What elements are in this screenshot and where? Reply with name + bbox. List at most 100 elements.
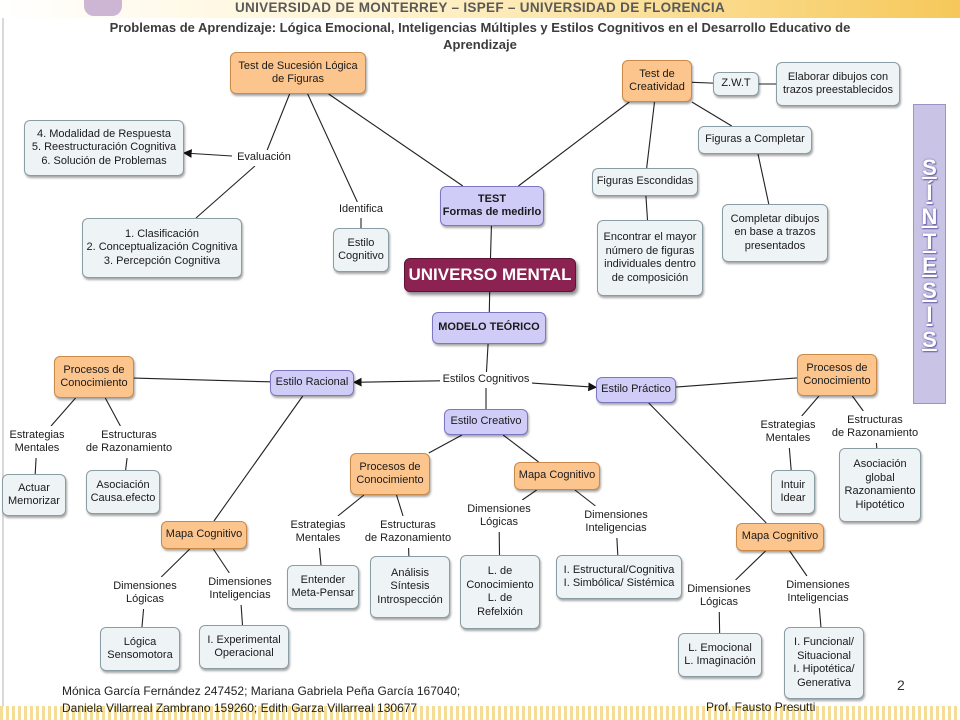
node-r-dlog: Dimensiones Lógicas (108, 577, 182, 609)
connector-fig_completar-to-completar (757, 153, 770, 205)
connector-sucesion-to-evaluacion (266, 93, 291, 151)
node-c-razo: Estructuras de Razonamiento (362, 516, 454, 548)
node-r-actuar: Actuar Memorizar (2, 474, 66, 516)
sintesis-banner-text: S Í N T E S I S (921, 155, 938, 352)
footer-professor: Prof. Fausto Presutti (706, 700, 816, 714)
node-p-intuir: Intuir Idear (771, 470, 815, 514)
connector-test-to-universo (489, 225, 492, 259)
node-estilos-cog: Estilos Cognitivos (440, 372, 532, 388)
node-c-estruct: I. Estructural/Cognitiva I. Simbólica/ S… (556, 555, 682, 599)
connector-racional-to-r_mapa (213, 395, 304, 522)
connector-p_proc-to-p_razo (851, 395, 864, 412)
connector-p_dint-to-p_func (818, 607, 822, 628)
node-creatividad: Test de Creatividad (622, 60, 692, 102)
connector-evaluacion-to-eval_b (195, 165, 256, 219)
connector-sucesion-to-identifica (307, 93, 358, 203)
node-p-asoc: Asociación global Razonamiento Hipotétic… (839, 448, 921, 522)
node-r-proc: Procesos de Conocimiento (54, 356, 134, 398)
connector-creatividad-to-fig_escondidas (646, 101, 656, 169)
footer-band (0, 706, 960, 720)
node-c-mapa: Mapa Cognitivo (514, 462, 600, 490)
node-c-lconoc: L. de Conocimiento L. de Refelxión (460, 555, 540, 629)
connector-c_proc-to-c_razo (395, 494, 404, 517)
connector-r_proc-to-r_razo (104, 397, 121, 427)
connector-c_mapa-to-c_dint (574, 489, 596, 507)
node-p-estr: Estrategias Mentales (758, 416, 818, 448)
node-r-asoc: Asociación Causa.efecto (86, 470, 160, 514)
node-r-estr: Estrategias Mentales (6, 426, 68, 458)
node-identifica: Identifica (334, 202, 388, 218)
node-racional: Estilo Racional (270, 370, 354, 396)
node-fig-escondidas: Figuras Escondidas (592, 168, 698, 196)
connector-p_estr-to-p_intuir (788, 447, 792, 471)
connector-r_proc-to-r_estr (50, 397, 76, 427)
node-c-entender: Entender Meta-Pensar (287, 565, 359, 609)
page-number: 2 (897, 677, 905, 693)
connector-sucesion-to-test (328, 93, 464, 187)
sintesis-banner: S Í N T E S I S (913, 104, 946, 404)
node-c-dlog: Dimensiones Lógicas (462, 500, 536, 532)
university-header: UNIVERSIDAD DE MONTERREY – ISPEF – UNIVE… (234, 0, 725, 15)
header-bar (0, 0, 960, 18)
header-tab-decoration (84, 0, 122, 16)
node-encontrar: Encontrar el mayor número de figuras ind… (597, 220, 703, 296)
node-eval-b: 1. Clasificación 2. Conceptualización Co… (82, 218, 242, 278)
node-practico: Estilo Práctico (596, 377, 676, 403)
node-universo: UNIVERSO MENTAL (404, 258, 576, 292)
node-p-razo: Estructuras de Razonamiento (830, 411, 920, 443)
node-c-dint: Dimensiones Inteligencias (580, 506, 652, 538)
connector-practico-to-p_mapa (648, 402, 767, 524)
connector-c_estr-to-c_entender (318, 547, 322, 566)
node-p-lemoc: L. Emocional L. Imaginación (678, 633, 762, 677)
connector-c_proc-to-c_estr (337, 494, 365, 517)
node-p-dint: Dimensiones Inteligencias (782, 576, 854, 608)
authors-line-2: Daniela Villarreal Zambrano 159260; Edit… (62, 701, 418, 715)
node-c-proc: Procesos de Conocimiento (350, 453, 430, 495)
node-p-mapa: Mapa Cognitivo (736, 523, 824, 551)
connector-r_dint-to-r_exp (240, 604, 244, 626)
connector-racional-to-r_proc (133, 377, 271, 383)
connector-creativo-to-c_mapa (502, 434, 539, 463)
connector-practico-to-p_proc (675, 377, 798, 388)
connector-p_proc-to-p_estr (801, 395, 820, 417)
connector-r_dlog-to-r_logica (141, 608, 145, 628)
connector-evaluacion-to-eval_a (182, 149, 233, 158)
node-r-razo: Estructuras de Razonamiento (84, 426, 174, 458)
connector-p_mapa-to-p_dlog (735, 550, 766, 581)
connector-c_dint-to-c_estruct (616, 537, 619, 556)
page-title: Problemas de Aprendizaje: Lógica Emocion… (109, 20, 851, 52)
node-r-mapa: Mapa Cognitivo (161, 521, 247, 549)
node-p-func: I. Funcional/ Situacional I. Hipotética/… (784, 627, 864, 699)
node-creativo: Estilo Creativo (444, 409, 528, 435)
node-p-dlog: Dimensiones Lógicas (686, 580, 752, 612)
connector-creatividad-to-zwt (691, 81, 714, 84)
node-r-exp: I. Experimental Operacional (199, 625, 289, 669)
connector-creativo-to-c_proc (428, 434, 463, 454)
connector-r_mapa-to-r_dint (212, 548, 230, 574)
node-zwt: Z.W.T (713, 72, 759, 96)
connector-r_estr-to-r_actuar (34, 457, 37, 475)
node-modelo: MODELO TEÓRICO (432, 312, 546, 344)
authors-line-1: Mónica García Fernández 247452; Mariana … (62, 684, 461, 698)
left-border-line (2, 18, 4, 708)
connector-modelo-to-estilos_cog (485, 343, 489, 373)
node-test: TEST Formas de medirlo (440, 186, 544, 226)
node-completar: Completar dibujos en base a trazos prese… (722, 204, 828, 262)
node-evaluacion: Evaluación (232, 150, 296, 166)
node-r-dint: Dimensiones Inteligencias (204, 573, 276, 605)
connector-creatividad-to-test (518, 101, 630, 187)
node-c-estr: Estrategias Mentales (286, 516, 350, 548)
node-p-proc: Procesos de Conocimiento (797, 354, 877, 396)
connector-fig_escondidas-to-encontrar (645, 195, 649, 221)
node-estilo-cog: Estilo Cognitivo (333, 228, 389, 272)
connector-p_mapa-to-p_dint (789, 550, 808, 577)
node-elaborar: Elaborar dibujos con trazos preestableci… (776, 62, 900, 106)
footer-authors: Mónica García Fernández 247452; Mariana … (62, 683, 460, 717)
connector-estilos_cog-to-practico (531, 382, 598, 392)
node-eval-a: 4. Modalidad de Respuesta 5. Reestructur… (24, 120, 184, 176)
connector-creatividad-to-fig_completar (691, 101, 733, 127)
node-r-logica: Lógica Sensomotora (100, 627, 180, 671)
node-c-analisis: Análisis Síntesis Introspección (370, 556, 450, 618)
node-sucesion: Test de Sucesión Lógica de Figuras (230, 52, 366, 94)
